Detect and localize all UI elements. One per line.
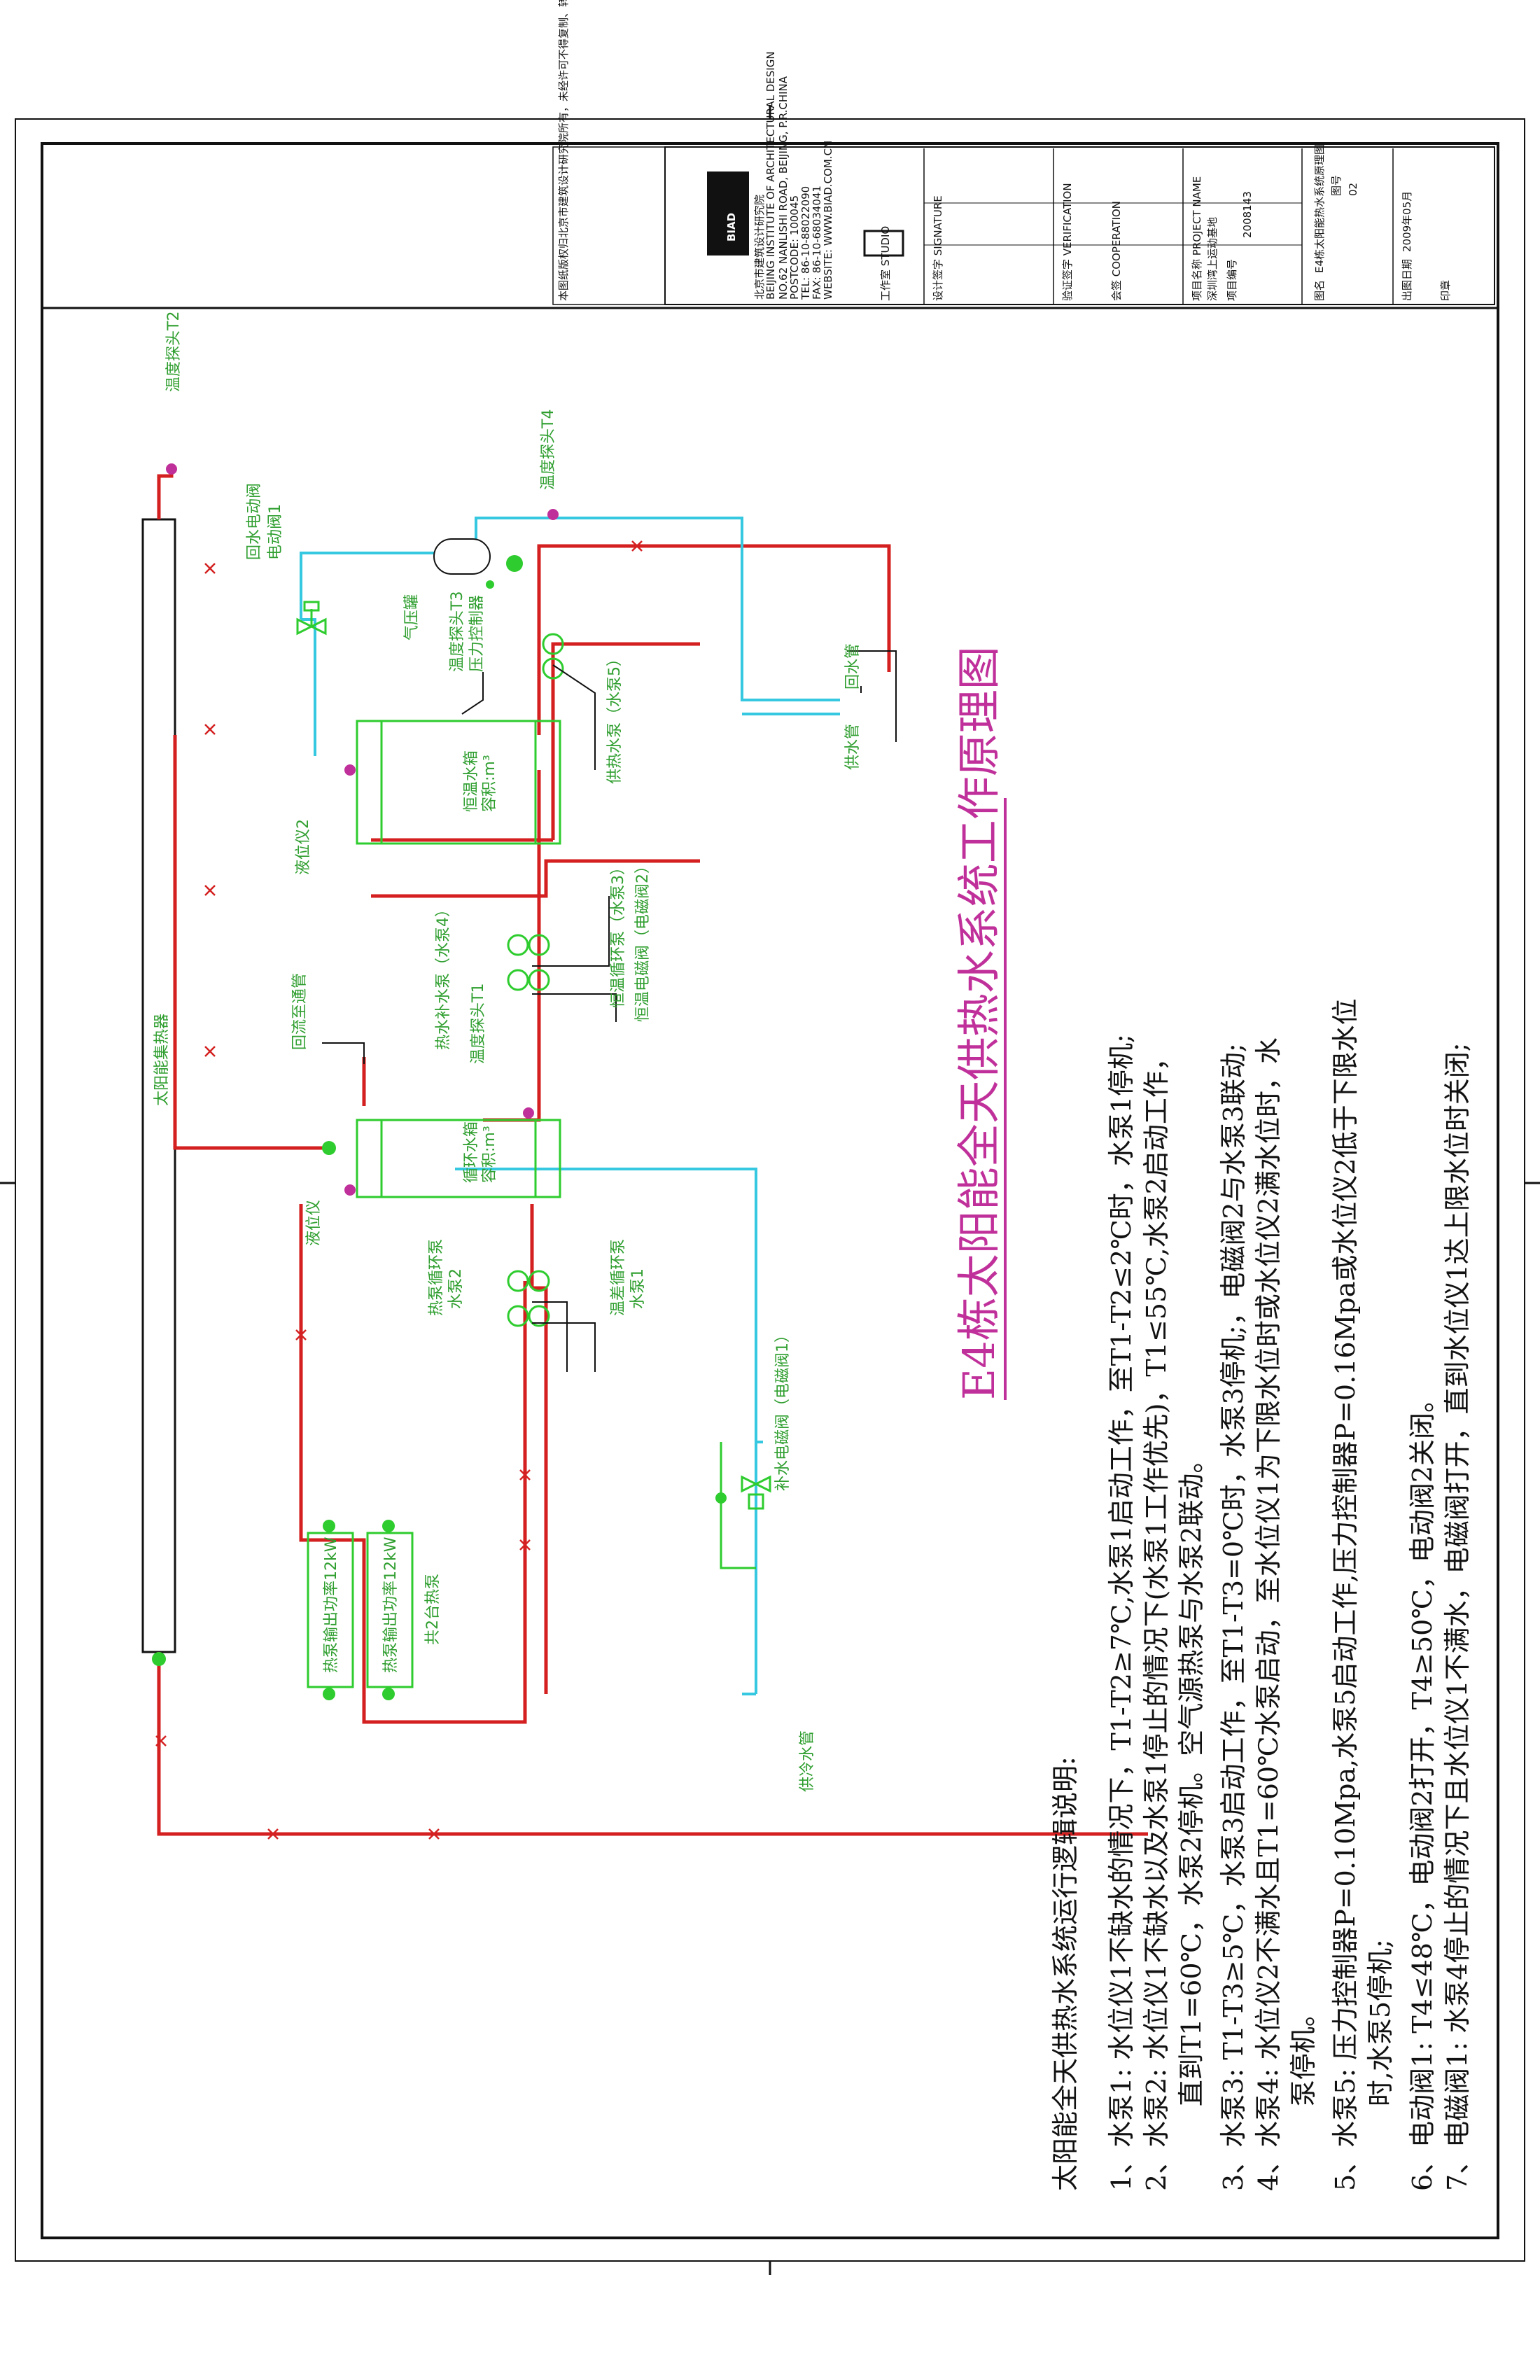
note-line-7: 5、水泵5: 压力控制器P=0.10Mpa,水泵5启动工作,压力控制器P=0.1…: [1330, 998, 1361, 2191]
solar-collector-label: 太阳能集热器: [153, 1014, 171, 1106]
pump-2-label: 水泵2: [447, 1268, 465, 1309]
note-line-3: 直到T1=60℃，水泵2停机。空气源热泵与水泵2联动。: [1176, 1447, 1207, 2191]
const-solenoid-label: 恒温电磁阀（电磁阀2）: [634, 858, 652, 1022]
heat-pump-2-label: 热泵输出功率12kW: [382, 1536, 400, 1673]
constant-temp-tank: [356, 720, 561, 845]
cooperation-label: 会签 COOPERATION: [1110, 201, 1123, 301]
project-number-label: 项目编号: [1226, 259, 1238, 301]
leader-lines: [322, 650, 897, 1372]
institute-name-cn: 北京市建筑设计研究院: [753, 195, 766, 300]
logo-text: BIAD: [725, 213, 738, 241]
pipe-x-marks: [155, 540, 643, 1840]
return-pipe-label: 回水管: [844, 643, 862, 690]
supply-pipe-label: 供水管: [844, 724, 862, 770]
motorized-valve-1: [296, 601, 327, 636]
issue-date: 2009年05月: [1401, 191, 1413, 252]
institute-name-en: BEIJING INSTITUTE OF ARCHITECTURAL DESIG…: [764, 51, 777, 300]
project-number: 2008143: [1241, 191, 1254, 238]
note-line-1: 1、水泵1: 水位仪1不缺水的情况下，T1-T2≥7℃,水泵1启动工作，至T1-…: [1106, 1034, 1137, 2191]
date-label: 出图日期: [1401, 259, 1413, 301]
note-line-8: 时,水泵5停机;: [1365, 1939, 1396, 2191]
pump-3: [507, 934, 550, 956]
heat-pump-1-label: 热泵输出功率12kW: [323, 1536, 340, 1673]
hp-circ-pump-label: 热泵循环泵: [428, 1239, 445, 1316]
makeup-solenoid-valve: [715, 1442, 771, 1569]
cold-water-inlet-label: 供冷水管: [799, 1730, 816, 1792]
return-main-label: 回流至通管: [291, 973, 309, 1050]
biad-logo: [707, 172, 749, 255]
pump-1-label: 水泵1: [629, 1268, 647, 1309]
note-line-4: 3、水泵3: T1-T3≥5℃，水泵3启动工作，至T1-T3=0℃时，水泵3停机…: [1218, 1043, 1249, 2191]
const-cycle-pump-label: 恒温循环泵（水泵3）: [610, 860, 627, 1008]
cycle-tank: [356, 1119, 561, 1198]
drawing-name-label: 图名: [1313, 280, 1326, 301]
drawing-title: E4栋太阳能全天供热水系统工作原理图: [953, 646, 1004, 1400]
temp-probe-t1-label: 温度探头T1: [470, 983, 487, 1064]
hot-makeup-pump-label: 热水补水泵（水泵4）: [435, 902, 452, 1050]
project-name-label: 项目名称 PROJECT NAME: [1191, 176, 1203, 301]
heat-pump-1: [307, 1532, 354, 1688]
hot-water-piping: [157, 469, 1148, 1836]
temp-probe-t2-dot: [166, 463, 177, 475]
note-line-5: 4、水泵4: 水位仪2不满水且T1=60℃水泵启动，至水位仪1为下限水位时或水位…: [1253, 1037, 1284, 2191]
cycle-tank-capacity: 容积:m³: [481, 1126, 498, 1183]
return-valve-label: 回水电动阀: [246, 483, 263, 560]
cycle-tank-label: 循环水箱: [463, 1121, 480, 1183]
heat-pump-count-label: 共2台热泵: [424, 1574, 442, 1645]
note-line-9: 6、电动阀1: T4≤48℃，电动阀2打开，T4≥50℃，电动阀2关闭。: [1407, 1386, 1438, 2191]
temp-diff-pump-label: 温差循环泵: [610, 1239, 627, 1316]
design-signature-label: 设计签字 SIGNATURE: [932, 195, 944, 301]
level-gauge-1-dot: [344, 1184, 356, 1196]
institute-address: NO.62 NANLISHI ROAD, BEIJING, P.R.CHINA: [777, 76, 790, 300]
temp-probe-t4-label: 温度探头T4: [540, 410, 557, 490]
pump-2: [507, 1270, 550, 1292]
project-name: 深圳湾上运动基地: [1206, 217, 1219, 301]
pump-5: [542, 633, 564, 680]
institute-postcode: POSTCODE: 100045: [788, 195, 801, 300]
sheet-label: 图号: [1330, 175, 1343, 196]
sheet-number: 02: [1347, 183, 1359, 196]
institute-tel: TEL: 86-10-88022090: [799, 186, 812, 300]
institute-website: WEBSITE: WWW.BIAD.COM.CN: [822, 141, 834, 300]
level-gauge-1-label: 液位仪: [305, 1200, 323, 1246]
pump-4: [507, 969, 550, 991]
heat-pump-nodes: [323, 1520, 395, 1700]
level-gauge-2-dot: [344, 764, 356, 776]
institute-fax: FAX: 86-10-68034041: [811, 186, 823, 300]
notes-heading: 太阳能全天供热水系统运行逻辑说明:: [1050, 1756, 1081, 2191]
solar-collector: [141, 518, 176, 1653]
makeup-solenoid-label: 补水电磁阀（电磁阀1）: [774, 1327, 792, 1491]
expansion-tank: [433, 538, 491, 575]
operating-notes: 太阳能全天供热水系统运行逻辑说明: 1、水泵1: 水位仪1不缺水的情况下，T1-…: [1050, 998, 1473, 2191]
note-line-2: 2、水泵2: 水位仪1不缺水以及水泵1停止的情况下(水泵1工作优先)，T1≤55…: [1141, 1044, 1172, 2191]
cold-water-piping: [300, 517, 840, 1695]
note-line-10: 7、电磁阀1: 水泵4停止的情况下且水位仪1不满水，电磁阀打开，直到水位仪1达上…: [1442, 1042, 1473, 2191]
motorized-valve-1-label: 电动阀1: [267, 504, 284, 560]
copyright-notice: 本图纸版权归北京市建筑设计研究院所有，未经许可不得复制、转让或用于其他工程。: [557, 0, 570, 301]
title-block: 本图纸版权归北京市建筑设计研究院所有，未经许可不得复制、转让或用于其他工程。 B…: [552, 0, 1495, 305]
temp-probe-t1-dot: [523, 1107, 534, 1119]
temp-probe-t2-label: 温度探头T2: [165, 312, 183, 392]
stamp-label: 印章: [1439, 280, 1452, 301]
heat-pump-2: [366, 1532, 414, 1688]
note-line-6: 泵停机。: [1288, 2000, 1319, 2191]
studio-label: 工作室 STUDIO: [879, 226, 892, 301]
inner-border: [41, 142, 1499, 2239]
sensor-markers: [152, 463, 559, 1666]
pump-1: [507, 1305, 550, 1327]
level-gauge-2-label: 液位仪2: [295, 819, 312, 875]
const-tank-capacity: 容积:m³: [481, 755, 498, 812]
expansion-tank-label: 气压罐: [403, 594, 421, 640]
outer-border: [15, 118, 1525, 2262]
verify-signature-label: 验证签字 VERIFICATION: [1061, 183, 1074, 301]
pressure-controller-label: 压力控制器: [468, 595, 486, 672]
const-tank-label: 恒温水箱: [463, 750, 480, 812]
studio-logo: [863, 230, 904, 257]
supply-pump-label: 供热水泵（水泵5）: [606, 651, 624, 784]
temp-probe-t4-dot: [547, 509, 559, 520]
temp-probe-t3-label: 温度探头T3: [449, 592, 466, 672]
drawing-name: E4栋太阳能热水系统原理图: [1313, 144, 1326, 273]
